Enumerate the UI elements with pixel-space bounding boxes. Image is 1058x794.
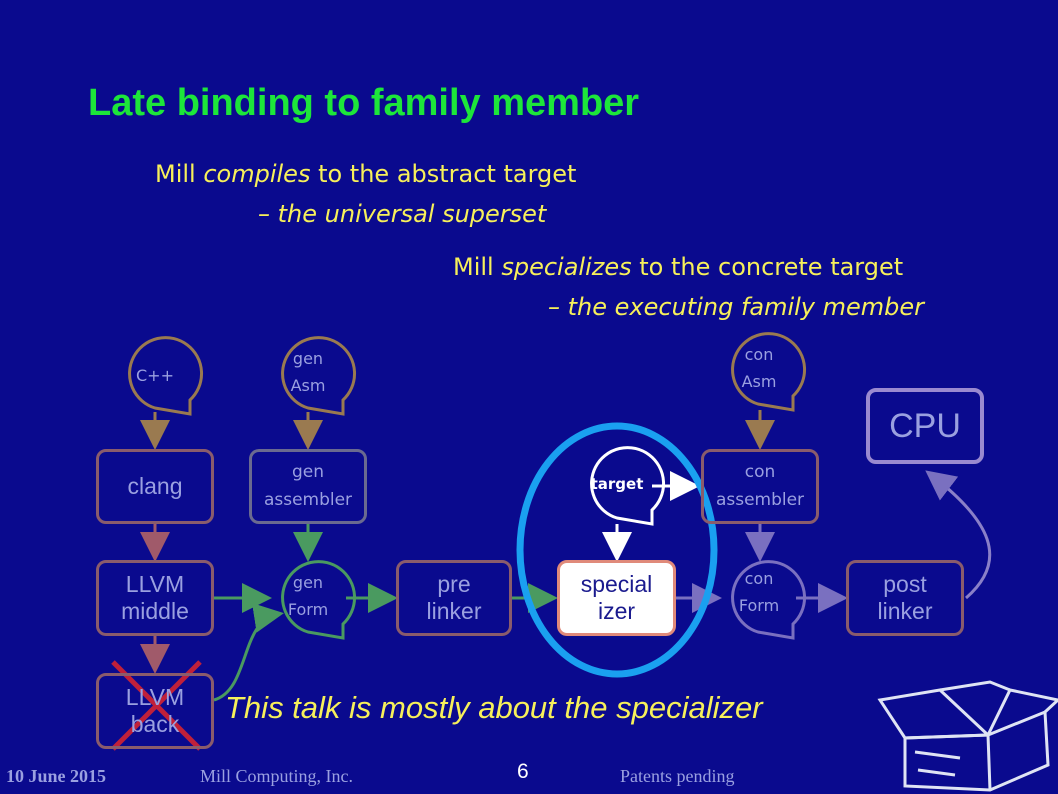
talk-caption: This talk is mostly about the specialize… xyxy=(225,690,763,725)
specializer-highlight-ring xyxy=(516,422,718,678)
gen-assembler-box: gen assembler xyxy=(249,449,367,524)
gen-asm-bubble xyxy=(281,336,357,416)
slide-title: Late binding to family member xyxy=(88,82,640,124)
mill-box-logo xyxy=(877,680,1058,792)
gen-asm-bubble-label: gen Asm xyxy=(290,349,326,396)
llvm-back-cross xyxy=(111,660,202,751)
footer-date: 10 June 2015 xyxy=(6,766,107,786)
footer-patents: Patents pending xyxy=(620,766,735,786)
clang-box: clang xyxy=(96,449,214,524)
concrete-target-subnote: – the executing family member xyxy=(548,293,925,321)
con-form-bubble-label: con Form xyxy=(738,569,780,616)
llvm-back-box: LLVM back xyxy=(96,673,214,749)
cpp-bubble-label: C++ xyxy=(136,366,174,385)
con-assembler-box: con assembler xyxy=(701,449,819,524)
con-asm-bubble xyxy=(731,332,807,412)
post-linker-box: post linker xyxy=(846,560,964,636)
target-bubble xyxy=(590,446,666,526)
footer-company: Mill Computing, Inc. xyxy=(200,766,353,786)
page-number: 6 xyxy=(517,760,529,783)
con-asm-bubble-label: con Asm xyxy=(741,345,777,392)
target-bubble-label: target xyxy=(590,475,644,493)
pre-linker-box: pre linker xyxy=(396,560,512,636)
concrete-target-note: Mill specializes to the concrete target xyxy=(453,253,904,281)
abstract-target-subnote: – the universal superset xyxy=(258,200,547,228)
cpu-box: CPU xyxy=(866,388,984,464)
specializer-box: special izer xyxy=(557,560,676,636)
abstract-target-note: Mill compiles to the abstract target xyxy=(155,160,577,188)
llvm-middle-box: LLVM middle xyxy=(96,560,214,636)
gen-form-bubble-label: gen Form xyxy=(287,573,329,620)
cpp-bubble xyxy=(128,336,204,416)
